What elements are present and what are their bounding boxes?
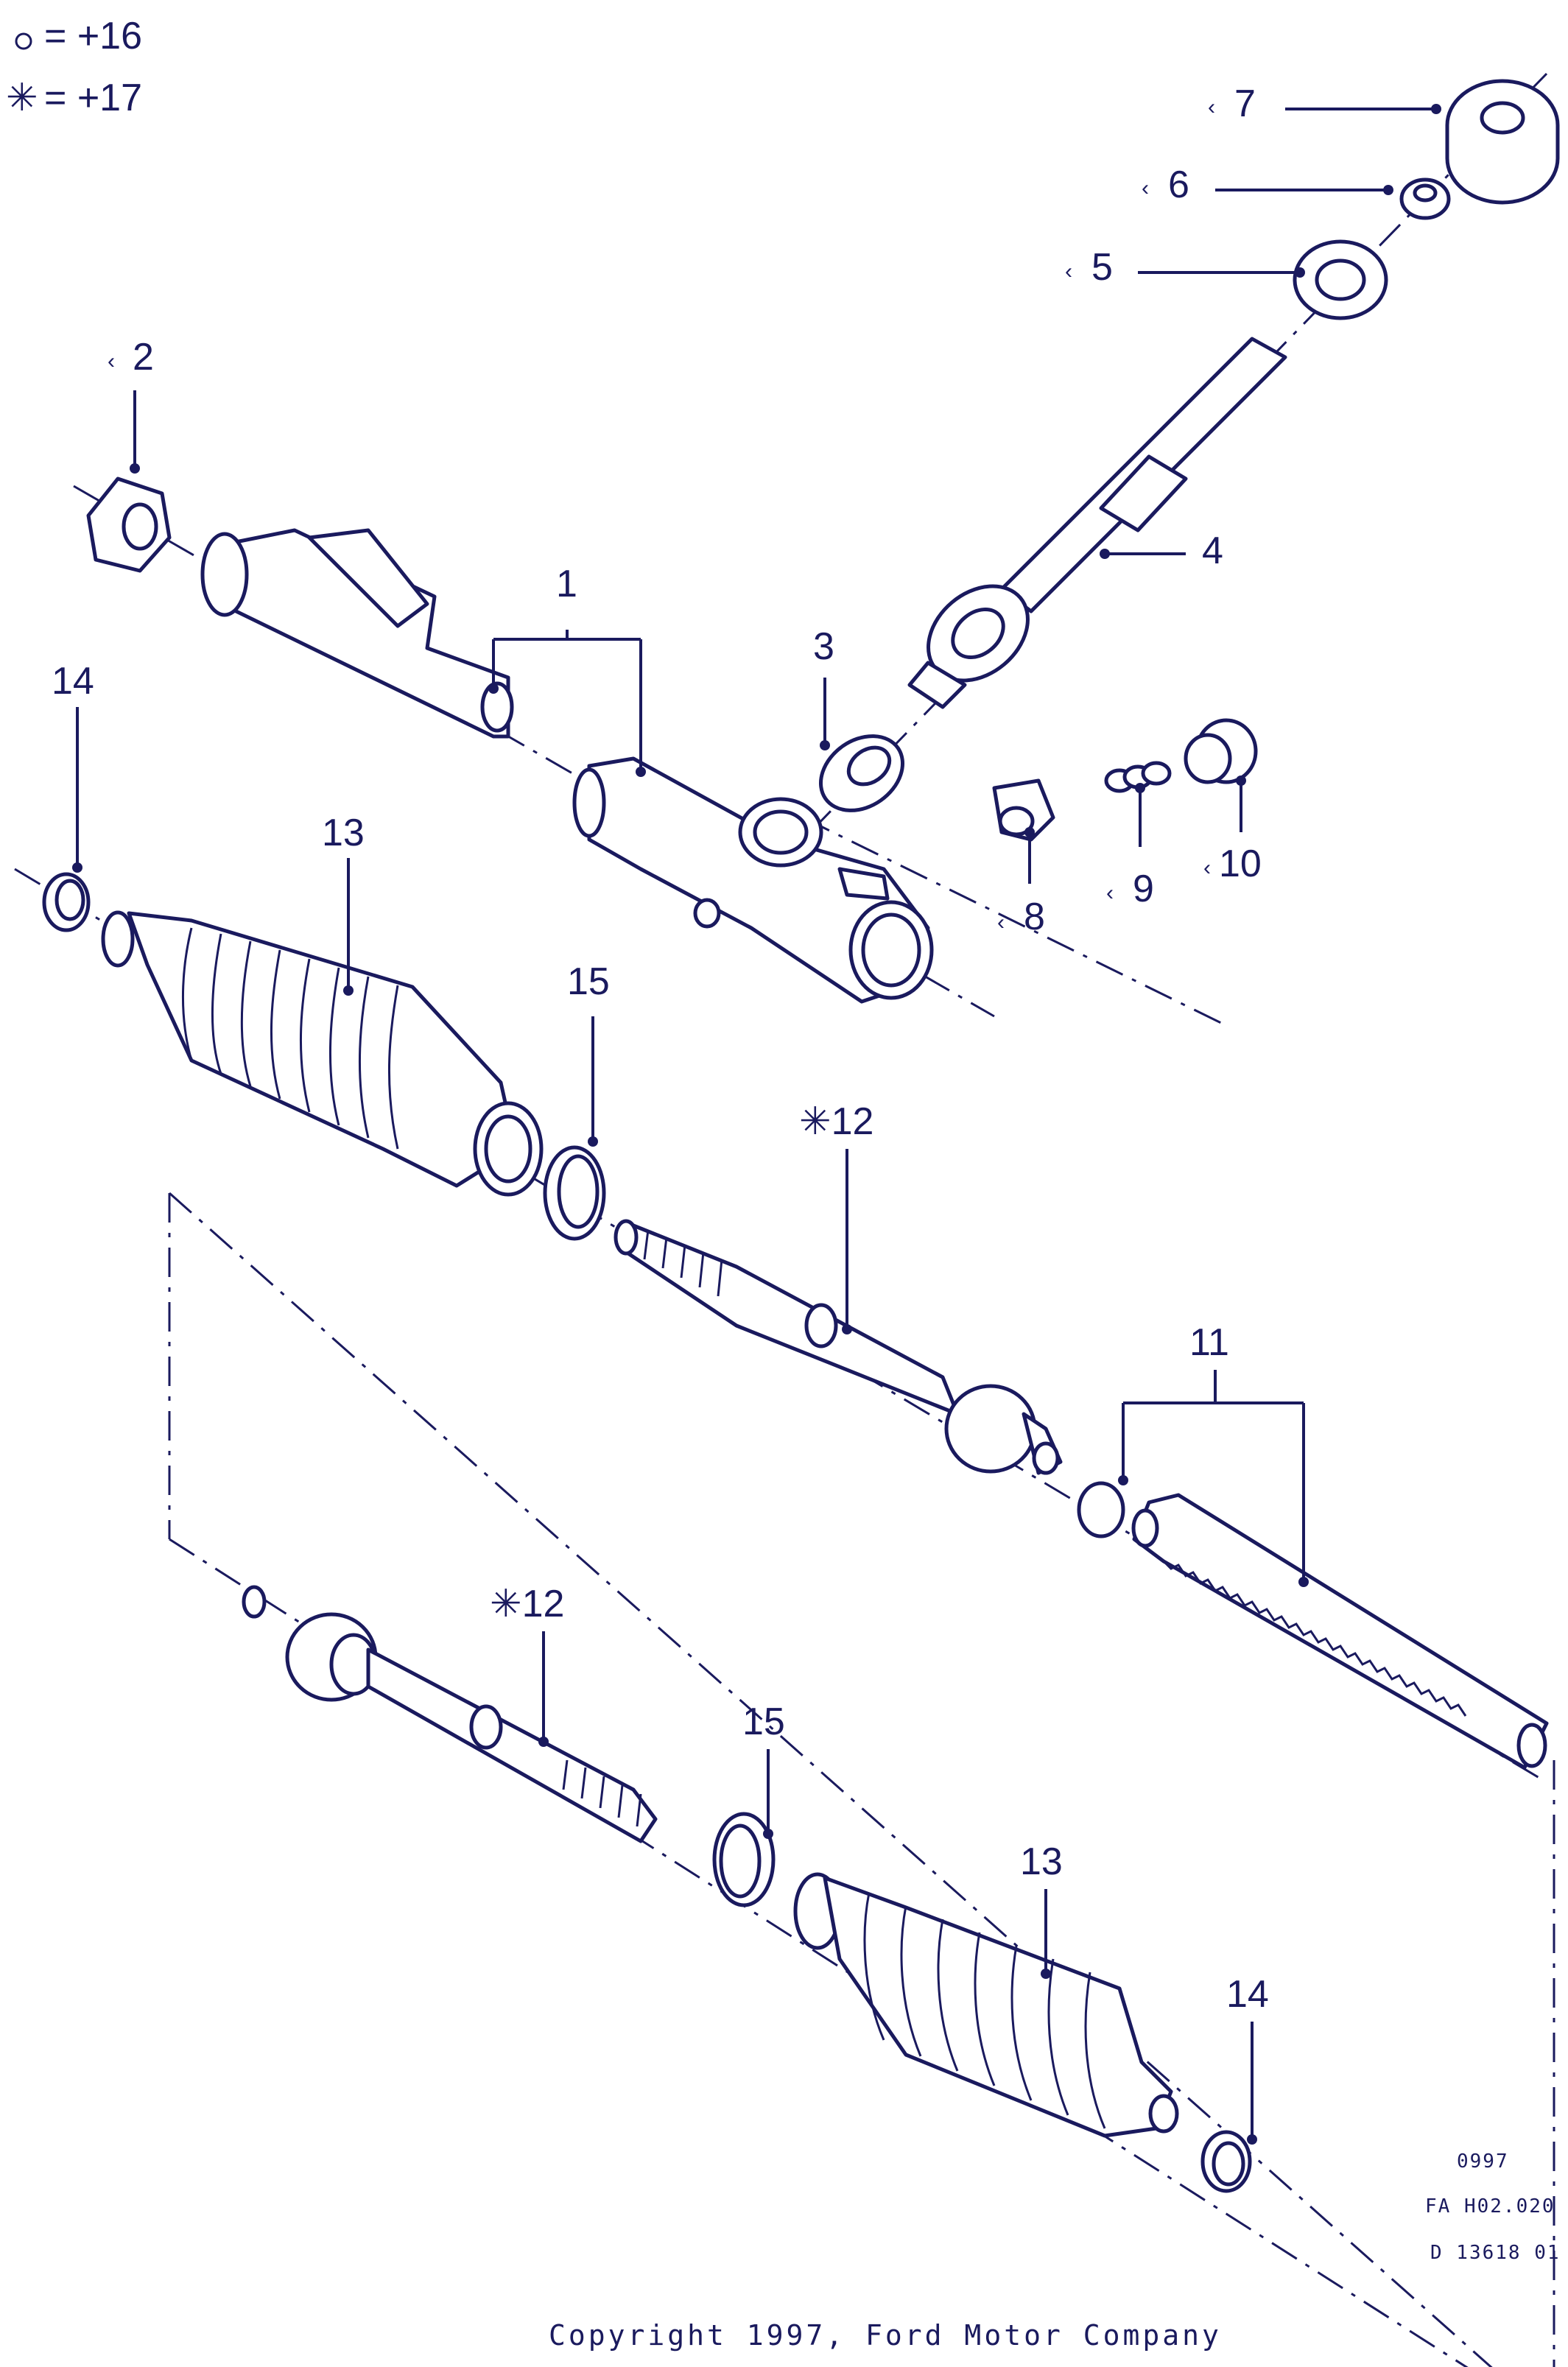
callout-4: 4 (1202, 530, 1223, 572)
callout-2: 2 (133, 336, 154, 379)
callout-13-upper: 13 (322, 812, 365, 854)
marker-5: ‹ (1065, 259, 1072, 284)
legend-star-label: = +17 (44, 77, 142, 119)
marker-8: ‹ (997, 910, 1005, 935)
part-14-clip-upper (42, 872, 91, 932)
callout-1: 1 (556, 563, 577, 605)
part-9-spring (1104, 761, 1172, 793)
marker-6: ‹ (1142, 176, 1149, 200)
callout-15-upper: 15 (567, 960, 610, 1003)
marker-10: ‹ (1203, 856, 1211, 880)
part-1-housing (200, 528, 934, 1004)
part-4-input-shaft (907, 337, 1287, 709)
part-5-seal (1293, 239, 1388, 320)
part-14-clip-lower (1200, 2130, 1252, 2193)
part-15-clamp-lower (712, 1812, 776, 1907)
drawing-number: D 13618 01 (1430, 2242, 1561, 2264)
part-2-nut (86, 476, 172, 573)
part-12-tie-rod-upper (614, 1219, 1063, 1475)
callout-5: 5 (1091, 246, 1113, 289)
marker-9: ‹ (1106, 881, 1114, 905)
part-8-yoke (992, 778, 1055, 842)
part-13-boot-lower (793, 1872, 1179, 2138)
legend-circle-label: = +16 (44, 15, 142, 57)
callout-9: 9 (1133, 868, 1154, 910)
callout-10: 10 (1219, 843, 1262, 885)
part-7-mount (1445, 79, 1560, 205)
marker-2: ‹ (108, 349, 115, 373)
date-code: 0997 (1457, 2150, 1509, 2173)
callout-12-lower: ✳12 (490, 1583, 564, 1625)
callout-8: 8 (1024, 896, 1045, 938)
callout-14-lower: 14 (1226, 1973, 1269, 2016)
part-3-bearing (818, 734, 905, 812)
callout-11: 11 (1189, 1321, 1229, 1364)
callouts: ‹ 7 ‹ 6 ‹ 5 4 ‹ 2 1 3 ‹ 8 ‹ 9 ‹ 10 14 13… (52, 82, 1269, 2016)
drawing-meta: 0997 FA H02.020 D 13618 01 (1425, 2150, 1561, 2264)
diagonal-return-line (169, 1192, 1493, 2367)
center-axes (14, 72, 1555, 2367)
pinion-axis-line (802, 816, 1223, 1025)
fa-code: FA H02.020 (1425, 2195, 1555, 2217)
part-13-boot-upper (101, 910, 544, 1197)
part-10-cap (1184, 718, 1258, 784)
legend: = +16 ✳ = +17 (6, 15, 142, 119)
part-15-clamp-upper (543, 1145, 606, 1241)
legend-circle-icon (15, 32, 32, 50)
callout-13-lower: 13 (1020, 1840, 1063, 1883)
copyright-notice: Copyright 1997, Ford Motor Company (549, 2319, 1222, 2352)
callout-12-upper: ✳12 (799, 1100, 873, 1143)
leader-lines (72, 104, 1441, 2145)
marker-7: ‹ (1208, 95, 1215, 119)
callout-3: 3 (813, 625, 834, 668)
part-6-bush (1399, 177, 1451, 220)
callout-14-upper: 14 (52, 660, 94, 703)
callout-6: 6 (1168, 163, 1189, 206)
part-12-tie-rod-lower (242, 1585, 658, 1843)
legend-star-icon: ✳ (6, 77, 38, 119)
callout-15-lower: 15 (742, 1700, 785, 1743)
callout-7: 7 (1234, 82, 1256, 125)
part-11-rack (1077, 1481, 1549, 1770)
